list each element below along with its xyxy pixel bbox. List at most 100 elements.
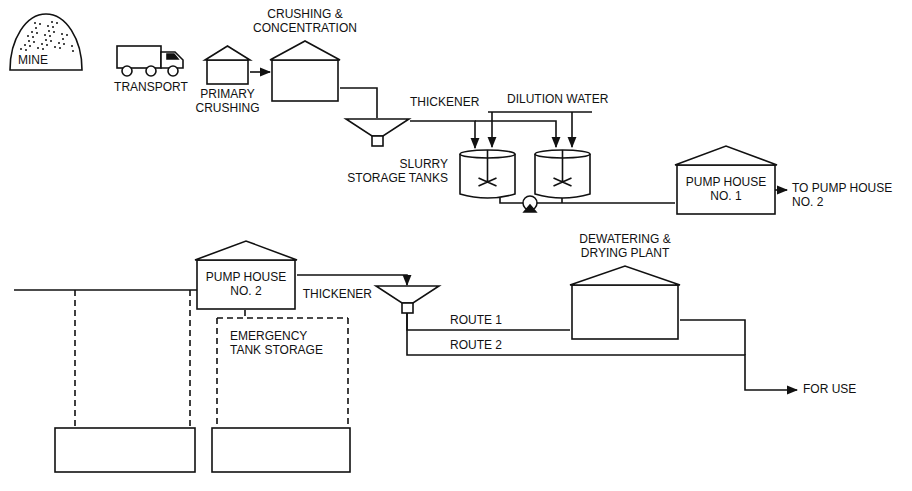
emergency-tank xyxy=(55,428,195,472)
node-label: THICKENER xyxy=(287,288,372,302)
thickener-cone xyxy=(376,286,439,303)
ore-dot xyxy=(24,44,26,46)
feed-branch xyxy=(475,121,556,147)
ore-dot xyxy=(44,34,46,36)
ore-dot xyxy=(45,39,47,41)
pump-house: PUMP HOUSE NO. 1 xyxy=(675,145,777,215)
thickener-outline xyxy=(375,285,440,313)
ore-dot xyxy=(39,23,41,25)
ore-dot xyxy=(33,41,35,43)
crushing-house: PRIMARY CRUSHING xyxy=(205,45,250,85)
ore-dot xyxy=(71,45,73,47)
ore-dot xyxy=(49,35,51,37)
ore-dot xyxy=(48,30,50,32)
transport-truck: TRANSPORT xyxy=(115,40,187,78)
node-label: PUMP HOUSE NO. 2 xyxy=(201,271,291,299)
ore-dot xyxy=(54,46,56,48)
slurry-tanks-outline xyxy=(455,148,595,200)
emergency-pipe xyxy=(75,290,348,428)
ore-dot xyxy=(25,49,27,51)
pipe-connector xyxy=(407,313,570,330)
pipe-connector xyxy=(297,275,407,285)
ore-dot xyxy=(56,22,58,24)
dryer-house: DEWATERING & DRYING PLANT xyxy=(570,265,680,340)
ore-dot xyxy=(52,26,54,28)
building-roof xyxy=(675,146,777,165)
transport-truck-outline xyxy=(115,40,187,78)
ore-pile xyxy=(10,14,82,70)
ore-dot xyxy=(32,36,34,38)
agitator xyxy=(554,150,572,186)
ore-dot xyxy=(58,42,60,44)
ore-dot xyxy=(59,47,61,49)
ore-dot xyxy=(53,31,55,33)
ore-dot xyxy=(72,50,74,52)
truck-wheel xyxy=(146,66,156,76)
emergency-storage-outline xyxy=(50,318,355,478)
ore-dot xyxy=(42,48,44,50)
thickener: THICKENER xyxy=(345,118,410,146)
truck-wheel xyxy=(122,66,132,76)
truck-window xyxy=(167,54,178,59)
ore-dot xyxy=(66,34,68,36)
building-wall xyxy=(677,165,775,214)
tank-outlet xyxy=(500,198,562,200)
destination-label: FOR USE xyxy=(801,383,858,397)
node-label: TRANSPORT xyxy=(114,81,188,95)
pipe-connector xyxy=(410,121,475,148)
node-label: EMERGENCY TANK STORAGE xyxy=(230,330,330,358)
building-roof xyxy=(205,46,250,60)
node-label: PRIMARY CRUSHING xyxy=(188,88,268,116)
thickener-cone xyxy=(346,119,409,136)
pump-symbol xyxy=(524,205,536,212)
agitator xyxy=(479,150,497,186)
ore-dot xyxy=(31,31,33,33)
node-label: CRUSHING & CONCENTRATION xyxy=(240,8,370,36)
node-label: DEWATERING & DRYING PLANT xyxy=(560,233,690,261)
ore-dot xyxy=(28,40,30,42)
thickener-outline xyxy=(345,118,410,146)
route-label: ROUTE 1 xyxy=(448,314,504,328)
node-label: MINE xyxy=(18,54,48,68)
ore-dot xyxy=(62,38,64,40)
slurry-tanks: SLURRY STORAGE TANKS xyxy=(455,148,595,200)
ore-dot xyxy=(34,22,36,24)
inlet-arrow xyxy=(14,289,207,291)
building-wall xyxy=(272,60,338,101)
building-wall xyxy=(572,285,678,339)
dilution-pipe xyxy=(491,112,493,147)
ore-dot xyxy=(35,27,37,29)
building-roof xyxy=(195,241,297,260)
ore-dot xyxy=(46,44,48,46)
node-label: SLURRY STORAGE TANKS xyxy=(338,158,448,186)
dilution-pipe xyxy=(571,112,573,147)
ore-dot xyxy=(41,43,43,45)
plant-outlet xyxy=(680,320,745,355)
node-label: THICKENER xyxy=(410,96,479,110)
ore-dot xyxy=(37,47,39,49)
ore-dot xyxy=(51,21,53,23)
pipe-connector xyxy=(340,88,377,118)
concentration-house-outline xyxy=(270,40,340,102)
emergency-storage: EMERGENCY TANK STORAGE xyxy=(50,318,355,478)
pipe-label: DILUTION WATER xyxy=(505,93,610,107)
ore-dot xyxy=(61,33,63,35)
emergency-tank xyxy=(212,428,350,472)
ore-dot xyxy=(47,25,49,27)
node-label: PUMP HOUSE NO. 1 xyxy=(681,176,771,204)
thickener: THICKENER xyxy=(375,285,440,313)
building-wall xyxy=(197,260,295,309)
building-wall xyxy=(207,60,248,84)
crushing-house-outline xyxy=(205,45,250,85)
pump-house: PUMP HOUSE NO. 2 xyxy=(195,240,297,310)
pipe-connector xyxy=(244,310,246,318)
ore-dot xyxy=(50,40,52,42)
dilution-pipe xyxy=(488,111,592,113)
truck-body xyxy=(117,46,161,68)
ore-dot xyxy=(20,48,22,50)
mine-pile: MINE xyxy=(8,10,84,72)
concentration-house: CRUSHING & CONCENTRATION xyxy=(270,40,340,102)
